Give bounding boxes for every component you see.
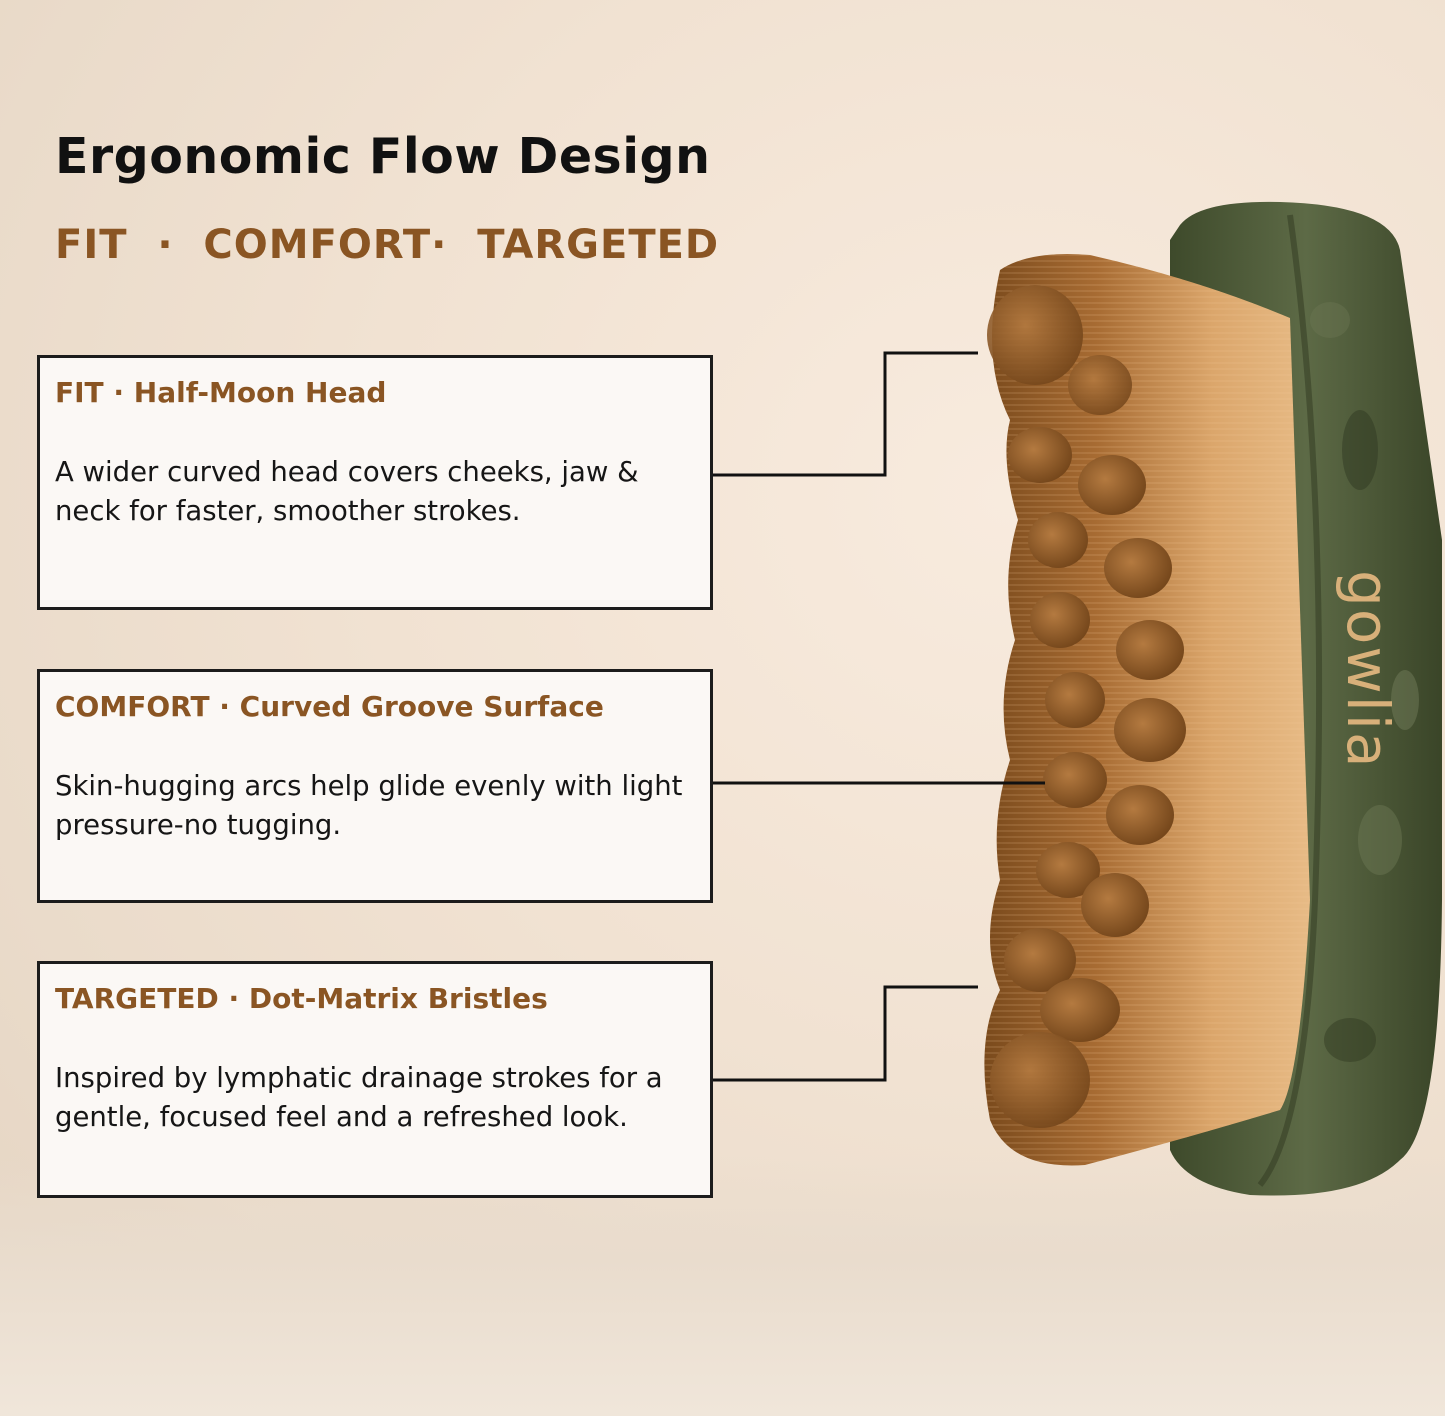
bristle-nubs: [987, 285, 1186, 1128]
feature-card-targeted: TARGETED · Dot-Matrix Bristles Inspired …: [37, 961, 713, 1198]
brand-logo: gowlia: [1334, 570, 1402, 770]
page-subtitle: FIT · COMFORT· TARGETED: [55, 222, 720, 268]
feature-heading: COMFORT · Curved Groove Surface: [55, 690, 604, 723]
feature-card-fit: FIT · Half-Moon Head A wider curved head…: [37, 355, 713, 610]
page-title: Ergonomic Flow Design: [55, 128, 711, 185]
feature-description: Skin-hugging arcs help glide evenly with…: [55, 770, 683, 841]
feature-heading: TARGETED · Dot-Matrix Bristles: [55, 982, 548, 1015]
feature-heading: FIT · Half-Moon Head: [55, 376, 387, 409]
connector-lines: [713, 351, 1045, 1082]
feature-description: A wider curved head covers cheeks, jaw &…: [55, 456, 639, 527]
feature-card-comfort: COMFORT · Curved Groove Surface Skin-hug…: [37, 669, 713, 903]
floor-shadow: [0, 1156, 1445, 1416]
feature-description: Inspired by lymphatic drainage strokes f…: [55, 1062, 663, 1133]
